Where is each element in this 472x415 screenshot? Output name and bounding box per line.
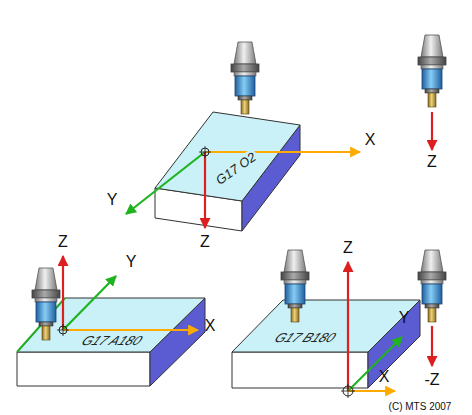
axis-label: Z [58, 233, 68, 251]
axis-label: Z [343, 239, 353, 257]
label-anchor: (C) MTS 2007 [389, 401, 452, 412]
axis-arrow [205, 151, 360, 153]
tool-holder [231, 42, 259, 114]
axis-arrow [348, 390, 395, 392]
label-anchor: -Z [424, 371, 439, 389]
axis-label: Z [200, 233, 210, 251]
tool-holder [418, 35, 446, 107]
axis-label: Y [107, 191, 118, 209]
label-anchor: Y [126, 253, 137, 271]
axis-label: -Z [424, 371, 439, 389]
axis-label: X [205, 317, 216, 335]
label-anchor: Y [107, 191, 118, 209]
label-anchor: X [379, 368, 390, 386]
top-face [17, 298, 205, 352]
label-anchor: Z [58, 233, 68, 251]
label-anchor: Z [427, 153, 437, 171]
axis-arrow [347, 262, 349, 391]
axis-arrow [63, 329, 198, 331]
plane-code: G17 B180 [269, 330, 340, 345]
axis-label: Z [427, 153, 437, 171]
axis-arrow [431, 112, 433, 150]
axis-arrow [348, 337, 402, 391]
front-face [232, 352, 368, 388]
edge-line [17, 298, 65, 352]
workpiece-block: G17 B180 [230, 298, 422, 390]
label-anchor: Z [200, 233, 210, 251]
tool-holder [418, 250, 446, 322]
workpiece-block: G17 A180 [15, 296, 207, 388]
top-face [232, 300, 420, 352]
axis-label: X [365, 131, 376, 149]
tool-holder [281, 250, 309, 322]
plane-code: G17 A180 [77, 333, 148, 348]
origin-symbol [57, 324, 69, 336]
origin-symbol [341, 384, 355, 398]
axis-arrow [204, 152, 206, 228]
axis-arrow [431, 326, 433, 366]
label-anchor: X [205, 317, 216, 335]
axis-label: X [379, 368, 390, 386]
label-anchor: X [365, 131, 376, 149]
axis-arrow [126, 152, 205, 214]
top-face [155, 112, 300, 201]
axis-label: Y [399, 309, 410, 327]
label-anchor: Z [343, 239, 353, 257]
tool-holder [32, 268, 60, 340]
workpiece-block: G17 O2 [153, 110, 302, 233]
copyright-note: (C) MTS 2007 [389, 401, 452, 412]
label-anchor: Y [399, 309, 410, 327]
axis-arrow [62, 256, 64, 330]
axis-arrow [63, 276, 116, 330]
axis-label: Y [126, 253, 137, 271]
front-face [17, 352, 150, 386]
origin-symbol [199, 146, 211, 158]
